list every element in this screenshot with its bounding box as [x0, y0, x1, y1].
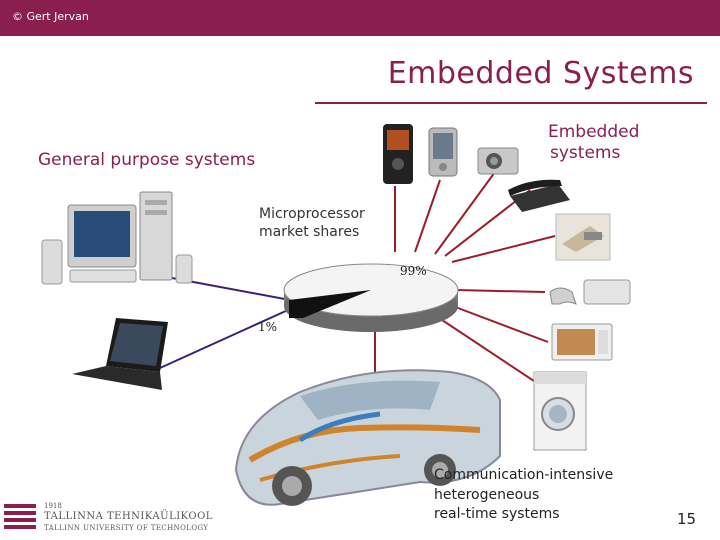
copyright-text: © Gert Jervan: [12, 10, 89, 23]
embedded-label-line2: systems: [550, 143, 621, 164]
slide-title: Embedded Systems: [387, 56, 694, 91]
laptop-icon: [72, 318, 168, 390]
pda-icon: [428, 127, 458, 177]
logo-stripe: [4, 525, 36, 529]
digital-camera-icon: [477, 147, 519, 175]
embedded-systems-label: Embedded systems: [548, 122, 639, 165]
university-logo: 1918 TALLINNA TEHNIKAÜLIKOOL TALLINN UNI…: [4, 500, 219, 536]
desktop-computer-icon: [41, 191, 193, 285]
logo-english-name: TALLINN UNIVERSITY OF TECHNOLOGY: [44, 524, 209, 532]
comm-line3: real-time systems: [434, 506, 560, 523]
market-label-line2: market shares: [259, 223, 360, 240]
logo-name: TALLINNA TEHNIKAÜLIKOOL: [44, 511, 213, 522]
logo-stripe: [4, 518, 36, 522]
logo-stripe: [4, 511, 36, 515]
pie-chart: [283, 263, 459, 332]
game-console-icon: [549, 279, 631, 305]
embedded-label-line1: Embedded: [548, 122, 640, 142]
mobile-phone-icon: [383, 124, 413, 184]
pie-data-label-99: 99%: [400, 264, 427, 278]
page-number: 15: [677, 510, 697, 528]
washing-machine-icon: [533, 371, 587, 451]
pie-slice-1: [289, 290, 371, 318]
general-purpose-label: General purpose systems: [38, 150, 256, 170]
comm-line1: Communication-intensive: [434, 467, 614, 483]
title-underline: [315, 102, 707, 104]
car-icon: [234, 369, 501, 506]
card-reader-icon: [555, 213, 611, 261]
header-bar: © Gert Jervan: [0, 0, 720, 36]
pie-data-label-1: 1%: [258, 320, 278, 334]
logo-stripe: [4, 504, 36, 508]
telephone-icon: [508, 179, 570, 212]
microwave-icon: [551, 323, 613, 361]
communication-intensive-label: Communication-intensive heterogeneous re…: [434, 466, 613, 525]
market-shares-label: Microprocessor market shares: [259, 206, 365, 241]
comm-line2: heterogeneous: [434, 486, 540, 503]
market-label-line1: Microprocessor: [259, 206, 365, 222]
logo-year: 1918: [44, 502, 62, 510]
